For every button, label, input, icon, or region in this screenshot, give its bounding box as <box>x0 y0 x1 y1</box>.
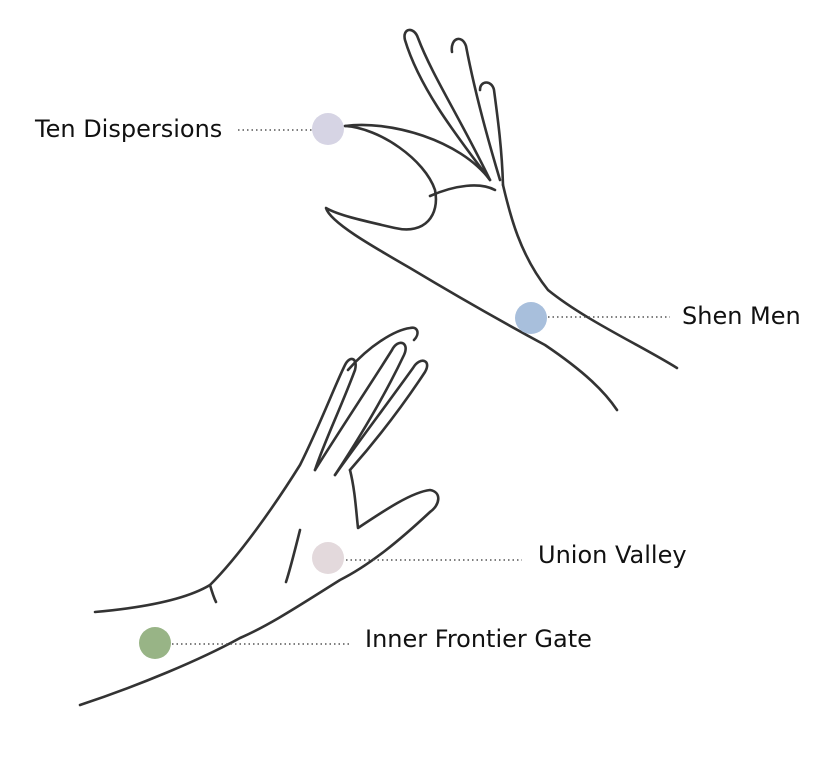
lower-hand-outline <box>78 326 440 707</box>
upper-hand-outline <box>324 28 679 412</box>
shen-men-point[interactable] <box>515 302 547 334</box>
ten-dispersions-point[interactable] <box>312 113 344 145</box>
inner-frontier-gate-point[interactable] <box>139 627 171 659</box>
union-valley-point[interactable] <box>312 542 344 574</box>
shen-men-label: Shen Men <box>682 302 801 330</box>
union-valley-label: Union Valley <box>538 541 687 569</box>
ten-dispersions-label: Ten Dispersions <box>35 115 223 143</box>
inner-frontier-gate-label: Inner Frontier Gate <box>365 625 592 653</box>
